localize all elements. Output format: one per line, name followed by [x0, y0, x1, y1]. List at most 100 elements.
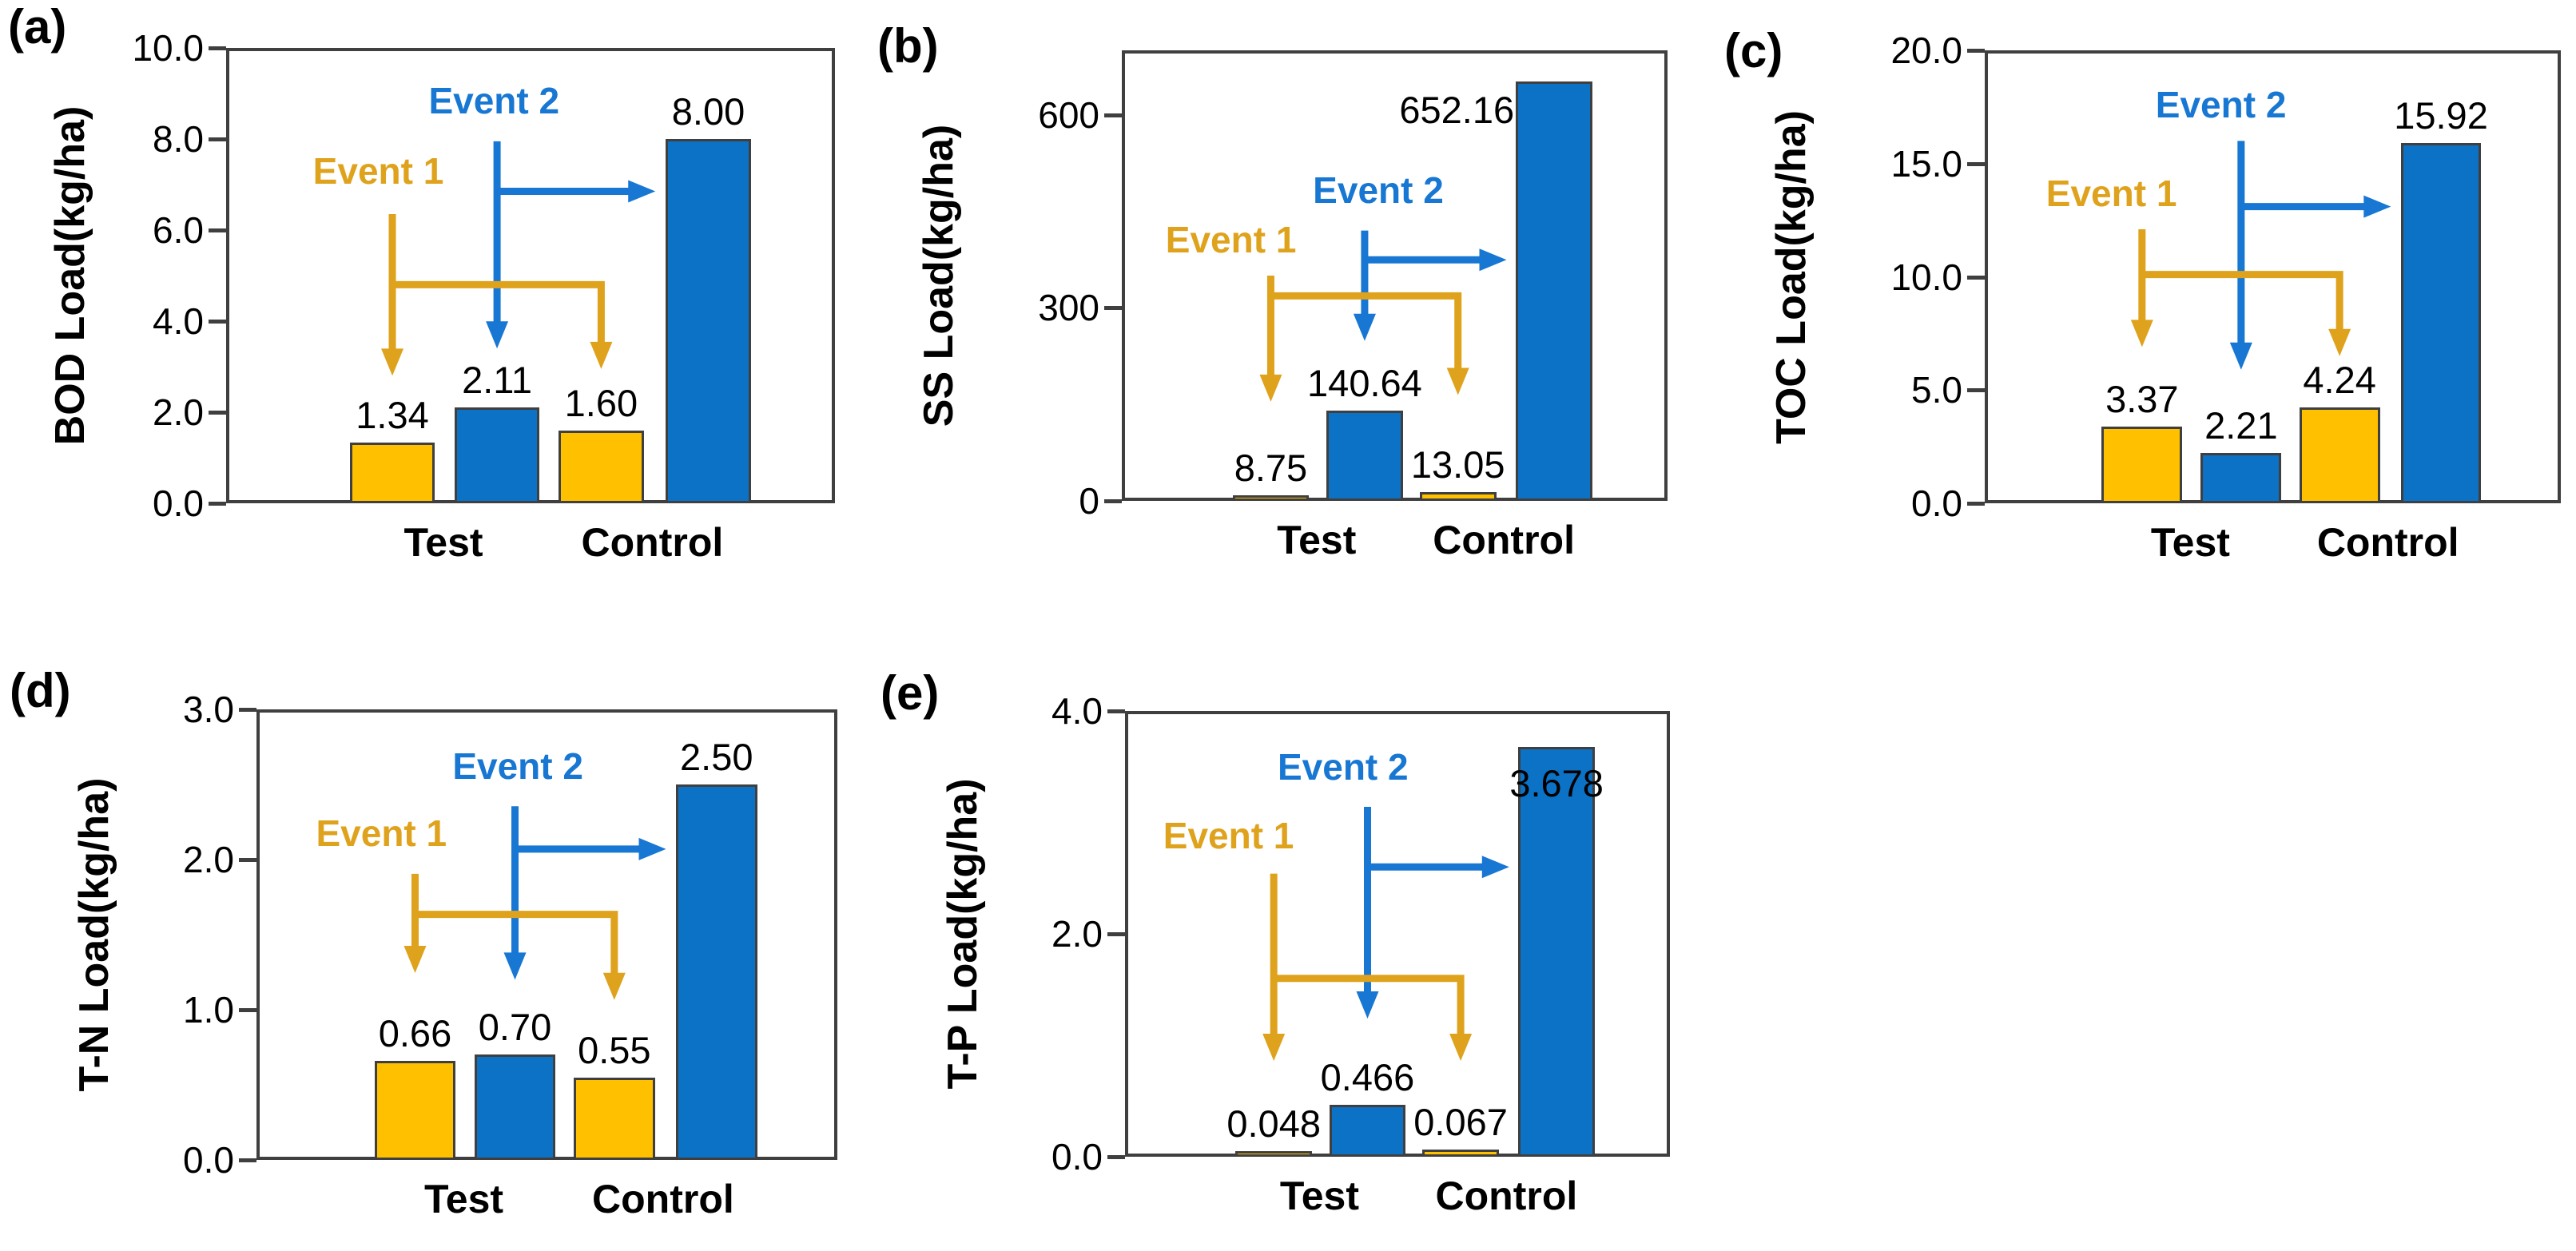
y-tick-mark [1967, 161, 1985, 166]
bar-value-label: 0.70 [478, 1006, 552, 1049]
event1-annotation-label: Event 1 [1165, 218, 1297, 260]
bar-value-label: 2.21 [2204, 404, 2278, 447]
y-tick-label: 15.0 [1890, 142, 1962, 185]
bar-value-label: 0.067 [1413, 1100, 1508, 1143]
bar-value-label: 3.678 [1509, 761, 1604, 804]
y-tick-label: 3.0 [183, 689, 234, 730]
bar-control-event2 [675, 784, 757, 1160]
bar-test-event1 [374, 1060, 456, 1160]
y-tick-mark [209, 320, 226, 324]
y-tick-label: 0.0 [1051, 1136, 1103, 1178]
y-tick-label: 6.0 [153, 209, 204, 251]
y-axis-title: SS Load(kg/ha) [916, 124, 962, 427]
event2-annotation-label: Event 2 [452, 745, 583, 787]
y-tick-mark [209, 46, 226, 50]
bar-control-event1 [1419, 492, 1497, 501]
y-tick-label: 10.0 [1890, 256, 1962, 298]
x-category-label-test: Test [423, 1177, 504, 1221]
bar-control-event2 [666, 139, 751, 503]
bar-control-event1 [559, 430, 644, 503]
panel-label: (c) [1724, 24, 1783, 77]
bar-test-event2 [1329, 1104, 1406, 1157]
x-category-label-test: Test [1277, 518, 1357, 562]
bar-control-event2 [1518, 746, 1595, 1157]
event2-annotation-label: Event 2 [2155, 84, 2287, 126]
y-tick-mark [209, 502, 226, 506]
y-tick-mark [1104, 113, 1122, 117]
bar-value-label: 13.05 [1410, 443, 1505, 486]
bar-value-label: 1.34 [356, 393, 429, 436]
y-tick-mark [1967, 49, 1985, 53]
bar-test-event2 [2200, 453, 2282, 503]
bar-control-event1 [573, 1077, 655, 1160]
event1-annotation-label: Event 1 [316, 812, 447, 855]
panel-label: (a) [8, 0, 67, 54]
y-tick-mark [1107, 932, 1125, 936]
bar-value-label: 0.466 [1320, 1055, 1415, 1098]
y-tick-mark [1967, 275, 1985, 280]
y-tick-mark [1107, 709, 1125, 713]
bar-control-event2 [1516, 81, 1592, 501]
bar-control-event1 [2299, 407, 2380, 503]
y-tick-label: 0.0 [1911, 483, 1962, 524]
panel-label: (d) [10, 664, 71, 717]
y-tick-label: 8.0 [153, 118, 204, 160]
y-tick-label: 2.0 [153, 391, 204, 433]
event2-annotation-label: Event 2 [1313, 169, 1444, 211]
event1-annotation-label: Event 1 [1163, 815, 1294, 857]
y-tick-mark [239, 858, 256, 862]
y-tick-label: 600 [1038, 93, 1099, 136]
y-tick-label: 4.0 [1051, 690, 1103, 732]
y-tick-label: 0.0 [153, 483, 204, 524]
y-tick-mark [239, 1158, 256, 1162]
bar-value-label: 0.66 [378, 1011, 452, 1054]
bar-test-event1 [1235, 1151, 1312, 1157]
y-tick-label: 0.0 [183, 1139, 234, 1181]
bar-value-label: 1.60 [564, 381, 638, 424]
bar-test-event1 [2101, 427, 2183, 503]
y-tick-mark [1967, 502, 1985, 506]
bar-value-label: 4.24 [2303, 358, 2376, 401]
y-tick-mark [209, 411, 226, 415]
y-tick-mark [239, 1008, 256, 1012]
y-axis-title: T-N Load(kg/ha) [71, 777, 117, 1092]
x-category-label-control: Control [592, 1177, 734, 1221]
x-category-label-control: Control [581, 520, 724, 565]
bar-value-label: 652.16 [1399, 88, 1515, 131]
y-tick-label: 0 [1079, 480, 1099, 522]
x-category-label-test: Test [403, 520, 483, 565]
x-category-label-control: Control [1433, 518, 1575, 562]
bar-test-event1 [349, 442, 435, 503]
bar-value-label: 0.048 [1226, 1102, 1321, 1146]
event1-annotation-label: Event 1 [2045, 172, 2177, 214]
event2-annotation-label: Event 2 [1277, 745, 1409, 788]
x-category-label-control: Control [1435, 1174, 1578, 1218]
y-tick-mark [1104, 499, 1122, 503]
y-tick-label: 2.0 [1051, 913, 1103, 955]
bar-value-label: 0.55 [578, 1028, 651, 1071]
bar-value-label: 8.75 [1234, 446, 1308, 489]
y-tick-mark [1104, 306, 1122, 311]
event1-annotation-label: Event 1 [312, 149, 444, 192]
bar-control-event1 [1422, 1149, 1499, 1157]
y-tick-mark [209, 228, 226, 232]
bar-test-event2 [454, 407, 540, 503]
panel-label: (e) [881, 666, 940, 720]
bar-control-event2 [2400, 142, 2482, 503]
bar-value-label: 2.11 [462, 358, 533, 401]
x-category-label-control: Control [2316, 520, 2459, 565]
y-tick-label: 10.0 [132, 27, 204, 69]
y-axis-title: TOC Load(kg/ha) [1768, 109, 1815, 444]
bar-value-label: 2.50 [680, 736, 753, 778]
bar-test-event2 [1326, 410, 1403, 501]
bar-value-label: 3.37 [2105, 378, 2179, 421]
bar-test-event1 [1232, 494, 1310, 501]
bar-value-label: 140.64 [1307, 361, 1422, 404]
x-category-label-test: Test [2150, 520, 2230, 565]
panel-label: (b) [877, 19, 939, 73]
